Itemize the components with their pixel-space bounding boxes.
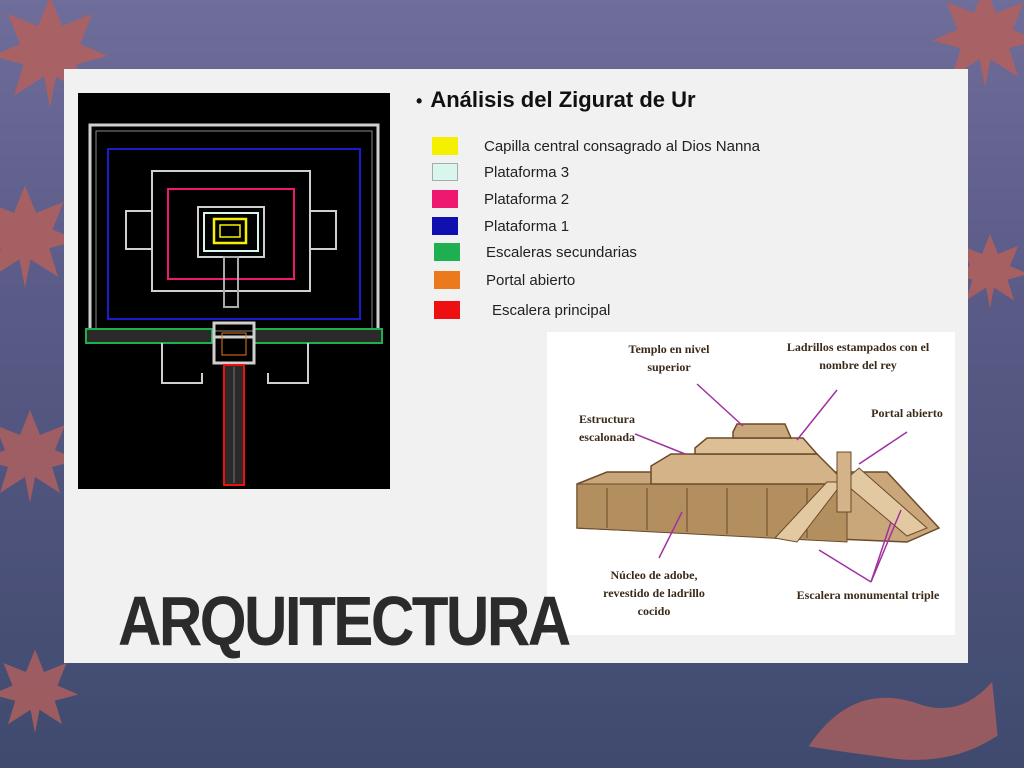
legend-label: Plataforma 2 <box>484 190 570 208</box>
legend-item: Plataforma 2 <box>432 188 569 210</box>
title-text: Análisis del Zigurat de Ur <box>430 87 696 112</box>
maple-leaf-icon <box>951 234 1024 309</box>
label-templo: Templo en nivel superior <box>628 342 710 374</box>
label-escalera: Escalera monumental triple <box>796 588 940 602</box>
legend-item: Escalera principal <box>434 299 610 321</box>
arquitectura-heading: ARQUITECTURA <box>118 582 571 660</box>
legend-swatch <box>434 271 460 289</box>
legend-label: Plataforma 1 <box>484 217 570 235</box>
legend-label: Plataforma 3 <box>484 163 570 181</box>
legend-swatch <box>434 243 460 261</box>
label-portal: Portal abierto <box>871 406 943 420</box>
legend-swatch <box>432 190 458 208</box>
label-ladrillos: Ladrillos estampados con el nombre del r… <box>786 340 930 372</box>
legend-swatch <box>432 163 458 181</box>
maple-leaf-icon <box>932 0 1024 88</box>
label-estructura: Estructura escalonada <box>578 412 635 444</box>
maple-leaf-icon <box>0 410 78 503</box>
legend-label: Escaleras secundarias <box>486 243 637 261</box>
ziggurat-illustration: Templo en nivel superior Ladrillos estam… <box>547 332 955 635</box>
legend-item: Plataforma 3 <box>432 161 569 183</box>
legend-label: Capilla central consagrado al Dios Nanna <box>484 137 760 155</box>
slide-title: • Análisis del Zigurat de Ur <box>416 87 696 113</box>
maple-leaf-icon <box>808 681 998 760</box>
legend-item: Plataforma 1 <box>432 215 569 237</box>
title-bullet: • <box>416 91 423 111</box>
legend-item: Capilla central consagrado al Dios Nanna <box>432 135 760 157</box>
maple-leaf-icon <box>0 649 79 734</box>
legend-swatch <box>432 137 458 155</box>
label-nucleo: Núcleo de adobe, revestido de ladrillo c… <box>603 568 705 618</box>
ziggurat-drawing <box>576 383 941 583</box>
legend-swatch <box>434 301 460 319</box>
floor-plan-image <box>78 93 390 489</box>
legend-item: Escaleras secundarias <box>434 241 637 263</box>
legend-label: Escalera principal <box>492 301 611 319</box>
legend-item: Portal abierto <box>434 269 575 291</box>
legend-swatch <box>432 217 458 235</box>
maple-leaf-icon <box>0 185 78 288</box>
slide-panel: • Análisis del Zigurat de Ur Capilla cent… <box>64 69 968 663</box>
legend-label: Portal abierto <box>486 271 576 289</box>
